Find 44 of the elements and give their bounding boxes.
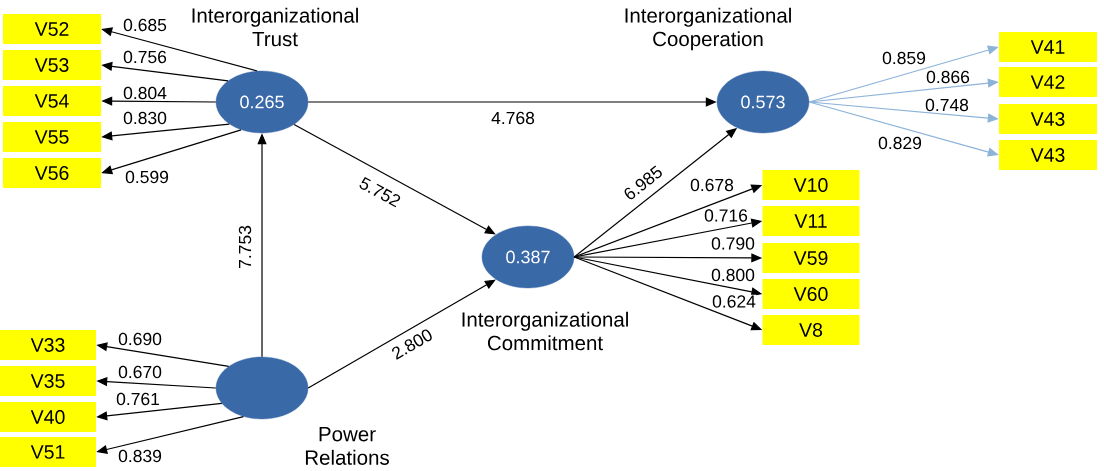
edge-label: 0.624 <box>711 294 757 309</box>
indicator-box: V53 <box>3 50 101 80</box>
edge-label: 0.716 <box>703 208 749 223</box>
arrow <box>307 279 496 389</box>
edge-label: 0.678 <box>689 178 735 192</box>
construct-label: Interorganizational Trust <box>192 7 358 47</box>
edge-label: 0.800 <box>710 268 756 282</box>
edge-label: 0.790 <box>710 236 756 251</box>
indicator-box: V40 <box>0 402 96 432</box>
edge-label: 0.761 <box>115 392 161 406</box>
edge-label: 7.753 <box>238 224 252 270</box>
indicator-box: V43 <box>999 140 1097 170</box>
indicator-box: V56 <box>3 158 101 188</box>
construct-label: Interorganizational Cooperation <box>625 7 791 51</box>
construct-label: Power Relations <box>305 427 389 465</box>
indicator-box: V10 <box>762 170 860 200</box>
edge-label: 4.768 <box>490 111 536 125</box>
edge-label: 0.685 <box>122 18 168 32</box>
edge-label: 0.866 <box>925 70 971 84</box>
construct-label: Interorganizational Commitment <box>462 311 628 351</box>
arrow <box>293 123 496 235</box>
edge-label: 0.829 <box>877 136 923 150</box>
edge-label: 0.804 <box>122 86 168 100</box>
edge-label: 0.830 <box>122 111 168 125</box>
edge-label: 0.756 <box>122 50 168 64</box>
indicator-box: V8 <box>762 315 860 345</box>
indicator-box: V43 <box>999 104 1097 134</box>
indicator-box: V41 <box>999 32 1097 62</box>
indicator-box: V42 <box>999 67 1097 97</box>
indicator-box: V11 <box>762 206 860 236</box>
edge-label: 0.748 <box>924 98 970 112</box>
indicator-box: V52 <box>3 14 101 44</box>
edge-label: 0.670 <box>117 365 163 379</box>
indicator-box: V59 <box>762 243 860 273</box>
indicator-box: V60 <box>762 279 860 309</box>
indicator-box: V33 <box>0 330 96 360</box>
edge-label: 0.599 <box>124 170 170 184</box>
indicator-box: V54 <box>3 86 101 116</box>
indicator-box: V55 <box>3 122 101 152</box>
indicator-box: V51 <box>0 437 96 467</box>
edge-label: 0.690 <box>117 332 163 346</box>
edge-label: 0.859 <box>881 51 927 65</box>
edge-label: 0.839 <box>117 449 163 463</box>
indicator-box: V35 <box>0 366 96 396</box>
